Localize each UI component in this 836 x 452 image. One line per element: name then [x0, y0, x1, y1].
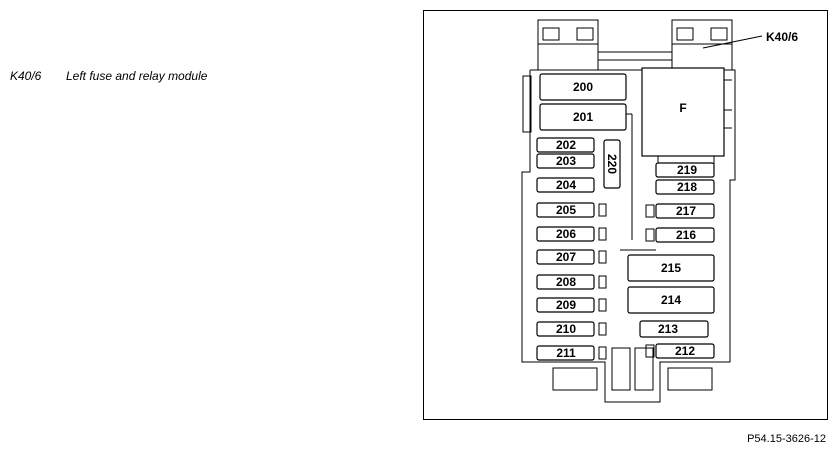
- fuse-206-label: 206: [556, 227, 576, 241]
- module-label: K40/6: [766, 30, 798, 44]
- fuse-204: [536, 177, 595, 193]
- fuse-201-label: 201: [573, 110, 593, 124]
- fuse-202-label: 202: [556, 138, 576, 152]
- fuse-205-label: 205: [556, 203, 576, 217]
- top-left-connector: [537, 19, 599, 71]
- fuse-216: [655, 227, 715, 243]
- fuse-201: [539, 103, 627, 131]
- figure-reference: P54.15-3626-12: [747, 433, 826, 445]
- fuse-218-label: 218: [677, 180, 697, 194]
- fuse-217-label: 217: [676, 204, 696, 218]
- fuse-209-label: 209: [556, 298, 576, 312]
- fuse-213-label: 213: [658, 322, 678, 336]
- top-right-connector: [671, 19, 733, 71]
- fuse-211: [536, 345, 595, 361]
- fuse-204-label: 204: [556, 178, 576, 192]
- fuse-207: [536, 249, 595, 265]
- fuse-212-label: 212: [675, 344, 695, 358]
- fuse-207-label: 207: [556, 250, 576, 264]
- relay-f: F: [641, 67, 732, 165]
- fuse-205: [536, 202, 595, 218]
- module-housing: [521, 69, 736, 403]
- right-fuse-column: 219 218 217 216 215 214 213 212: [620, 162, 715, 359]
- fuse-202: [536, 137, 595, 153]
- fuse-206: [536, 226, 595, 242]
- module-leader-line: [702, 35, 763, 49]
- fuse-214: [627, 286, 715, 314]
- fuse-215: [627, 254, 715, 282]
- fuse-216-label: 216: [676, 228, 696, 242]
- fuse-219-label: 219: [677, 163, 697, 177]
- fuse-220: 220: [603, 139, 621, 189]
- fuse-203: [536, 153, 595, 169]
- fuse-214-label: 214: [661, 293, 681, 307]
- relay-f-label: F: [679, 101, 686, 115]
- legend-code: K40/6: [10, 69, 42, 83]
- fuse-220-label: 220: [605, 154, 619, 174]
- fuse-200: [539, 73, 627, 101]
- fuse-208: [536, 274, 595, 290]
- fuse-200-label: 200: [573, 80, 593, 94]
- fuse-213: [639, 320, 709, 338]
- fuse-210: [536, 321, 595, 337]
- fuse-210-label: 210: [556, 322, 576, 336]
- legend-description: Left fuse and relay module: [66, 69, 208, 83]
- fuse-212: [655, 343, 715, 359]
- left-fuse-column: 200 201 202 203 204 205 206 207 208 209 …: [536, 73, 627, 361]
- fuse-219: [655, 162, 715, 178]
- fuse-218: [655, 179, 715, 195]
- fuse-211-label: 211: [556, 346, 576, 360]
- fuse-208-label: 208: [556, 275, 576, 289]
- diagram-frame: [423, 10, 828, 420]
- fuse-217: [655, 203, 715, 219]
- fuse-209: [536, 297, 595, 313]
- fuse-203-label: 203: [556, 154, 576, 168]
- fuse-215-label: 215: [661, 261, 681, 275]
